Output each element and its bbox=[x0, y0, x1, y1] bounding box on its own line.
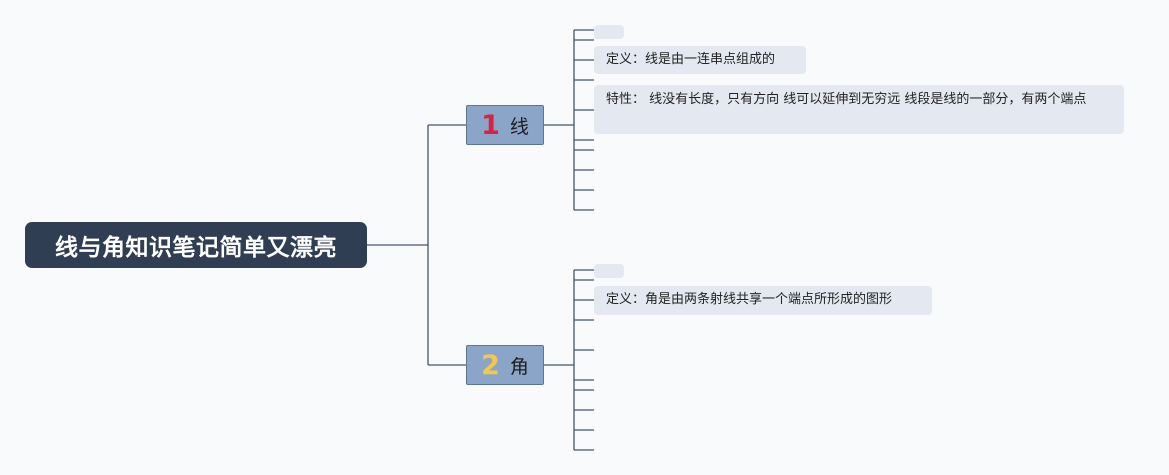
branch-topic-angle[interactable]: 2 角 bbox=[466, 345, 544, 385]
number-1-icon: 1 bbox=[481, 109, 500, 141]
subtopic-text: 定义：角是由两条射线共享一个端点所形成的图形 bbox=[606, 292, 893, 307]
branch-topic-label: 角 bbox=[509, 355, 529, 378]
empty-subtopic[interactable] bbox=[594, 264, 624, 278]
subtopic-line-definition[interactable]: 定义：线是由一连串点组成的 bbox=[594, 46, 806, 74]
subtopic-text: 特性： 线没有长度，只有方向 线可以延伸到无穷远 线段是线的一部分，有两个端点 bbox=[606, 92, 1087, 107]
number-2-icon: 2 bbox=[481, 349, 500, 381]
root-topic-title: 线与角知识笔记简单又漂亮 bbox=[55, 235, 337, 261]
subtopic-line-properties[interactable]: 特性： 线没有长度，只有方向 线可以延伸到无穷远 线段是线的一部分，有两个端点 bbox=[594, 85, 1124, 134]
subtopic-text: 定义：线是由一连串点组成的 bbox=[606, 52, 776, 67]
connector-b2-ticks bbox=[574, 269, 594, 451]
empty-subtopic[interactable] bbox=[594, 25, 624, 39]
connector-b1-ticks bbox=[574, 29, 594, 211]
subtopic-angle-definition[interactable]: 定义：角是由两条射线共享一个端点所形成的图形 bbox=[594, 286, 932, 315]
root-topic[interactable]: 线与角知识笔记简单又漂亮 bbox=[25, 222, 367, 268]
branch-topic-line[interactable]: 1 线 bbox=[466, 105, 544, 145]
branch-topic-label: 线 bbox=[509, 115, 529, 138]
